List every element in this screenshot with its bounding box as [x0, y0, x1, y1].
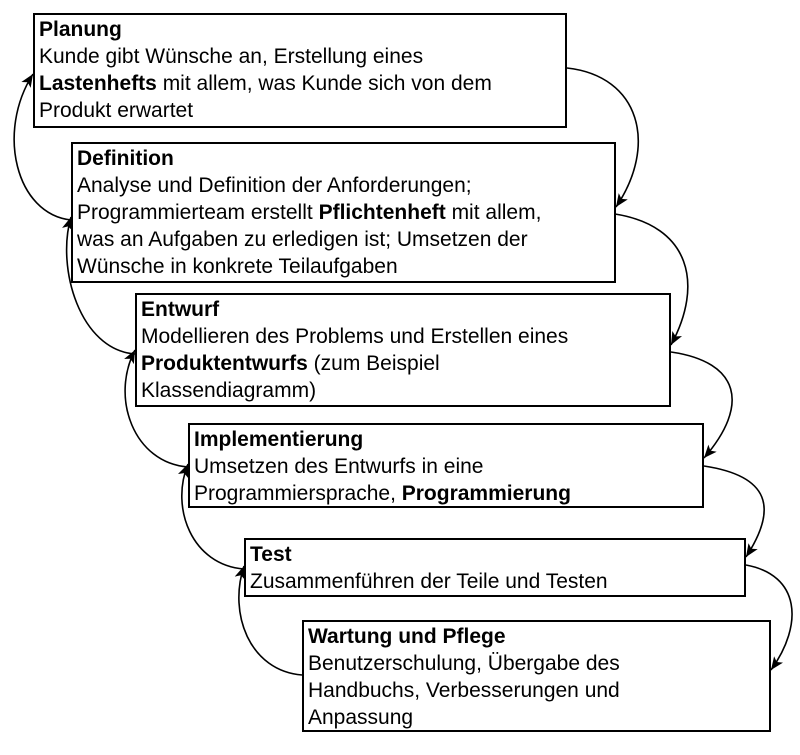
description-line: Modellieren des Problems und Erstellen e…	[141, 325, 569, 348]
description-line: Umsetzen des Entwurfs in eine	[194, 455, 484, 478]
phase-box-wartung-und-pflege: Wartung und Pflege Benutzerschulung, Übe…	[302, 620, 771, 732]
phase-title: Implementierung	[194, 428, 364, 451]
phase-title: Definition	[77, 147, 174, 170]
description-line: Kunde gibt Wünsche an, Erstellung eines	[39, 45, 424, 68]
description-line: was an Aufgaben zu erledigen ist; Umsetz…	[77, 228, 528, 251]
description-line: Zusammenführen der Teile und Testen	[250, 570, 608, 593]
phase-box-implementierung: Implementierung Umsetzen des Entwurfs in…	[188, 423, 704, 508]
description-line: Analyse und Definition der Anforderungen…	[77, 174, 472, 197]
phase-description: Zusammenführen der Teile und Testen	[250, 568, 744, 595]
description-line: Klassendiagramm)	[141, 379, 317, 402]
phase-description: Analyse und Definition der Anforderungen…	[77, 172, 614, 280]
phase-box-planung: Planung Kunde gibt Wünsche an, Erstellun…	[33, 13, 567, 128]
description-line: Handbuchs, Verbesserungen und	[308, 679, 620, 702]
phase-box-test: Test Zusammenführen der Teile und Testen	[244, 538, 746, 597]
phase-box-definition: Definition Analyse und Definition der An…	[71, 142, 616, 283]
description-line: Produkt erwartet	[39, 99, 194, 122]
phase-title: Test	[250, 543, 292, 566]
description-line: Programmierteam erstellt Pflichtenheft m…	[77, 201, 542, 224]
phase-title: Planung	[39, 18, 122, 41]
phase-box-entwurf: Entwurf Modellieren des Problems und Ers…	[135, 293, 671, 407]
description-line: Produktentwurfs (zum Beispiel	[141, 352, 440, 375]
description-line: Programmiersprache, Programmierung	[194, 482, 571, 505]
description-line: Benutzerschulung, Übergabe des	[308, 652, 620, 675]
description-line: Wünsche in konkrete Teilaufgaben	[77, 255, 398, 278]
description-line: Lastenhefts mit allem, was Kunde sich vo…	[39, 72, 492, 95]
phase-title: Wartung und Pflege	[308, 625, 506, 648]
phase-description: Modellieren des Problems und Erstellen e…	[141, 323, 669, 404]
description-line: Anpassung	[308, 706, 414, 729]
phase-title: Entwurf	[141, 298, 220, 321]
